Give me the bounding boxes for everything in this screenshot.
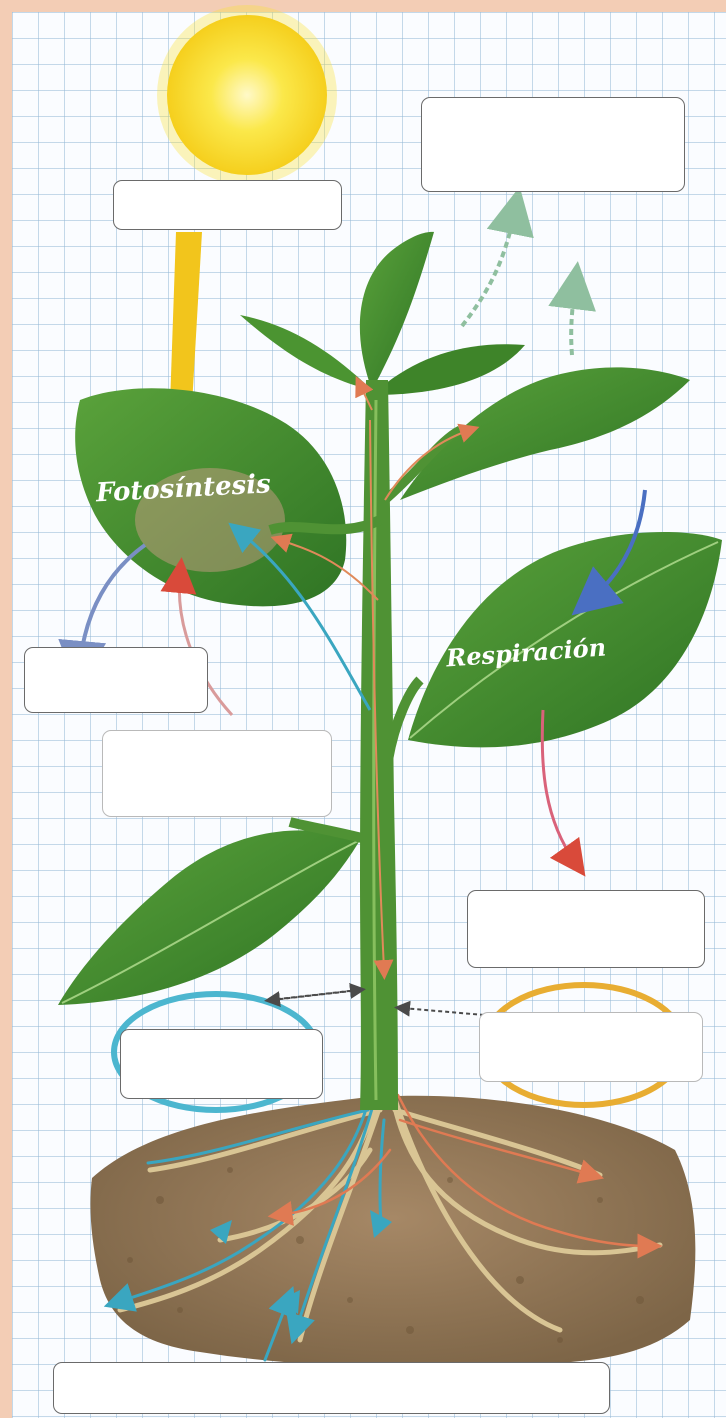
answer-box-left-ring[interactable] (120, 1029, 323, 1099)
answer-box-left-arrow[interactable] (24, 647, 208, 713)
soil (90, 1096, 695, 1368)
answer-box-bottom[interactable] (53, 1362, 610, 1414)
answer-box-left-middle[interactable] (102, 730, 332, 817)
answer-box-right-ring[interactable] (479, 1012, 703, 1082)
answer-box-right-middle[interactable] (467, 890, 705, 968)
gas-out-arrows (462, 210, 575, 355)
leaf-lower-left (58, 830, 360, 1005)
answer-box-sun[interactable] (113, 180, 342, 230)
answer-box-top-right[interactable] (421, 97, 685, 192)
leaf-top (240, 232, 525, 395)
sun-icon (157, 5, 337, 185)
